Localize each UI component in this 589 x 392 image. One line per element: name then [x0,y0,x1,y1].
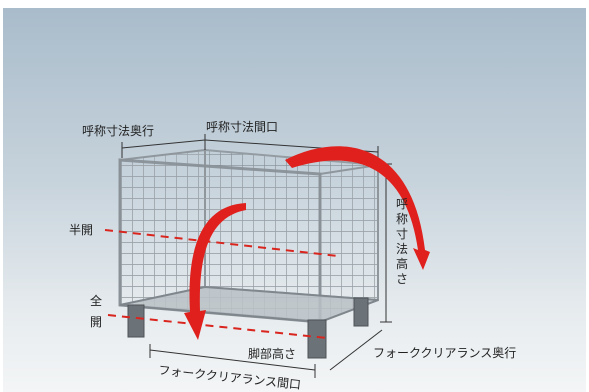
wire-mesh-cage [118,148,379,359]
label-leg-height: 脚部高さ [248,346,296,361]
label-nominal-height-char: 高 [396,256,408,271]
label-fork-clearance-width: フォーククリアランス間口 [158,363,302,392]
front-swing-arrow [184,203,246,340]
label-nominal-depth: 呼称寸法奥行 [82,124,154,138]
label-nominal-height-char: さ [396,272,408,286]
open-guide-lines [104,229,339,339]
label-nominal-height-char: 寸 [396,227,408,241]
dimension-lines [121,134,392,378]
label-nominal-height-char: 呼 [396,197,408,211]
door-swing-arrows [184,146,430,340]
label-full-open-char-2: 開 [90,315,102,329]
top-swing-arrow [285,146,430,270]
label-nominal-height-char: 称 [396,212,408,226]
label-nominal-height: 呼 称 寸 法 高 さ [396,197,408,286]
label-nominal-width: 呼称寸法間口 [206,120,278,134]
label-full-open-char-1: 全 [90,293,102,308]
label-nominal-height-char: 法 [396,242,408,256]
label-full-open: 全 開 [90,293,102,329]
label-half-open: 半開 [69,223,93,237]
label-fork-clearance-depth: フォーククリアランス奥行 [373,346,516,360]
